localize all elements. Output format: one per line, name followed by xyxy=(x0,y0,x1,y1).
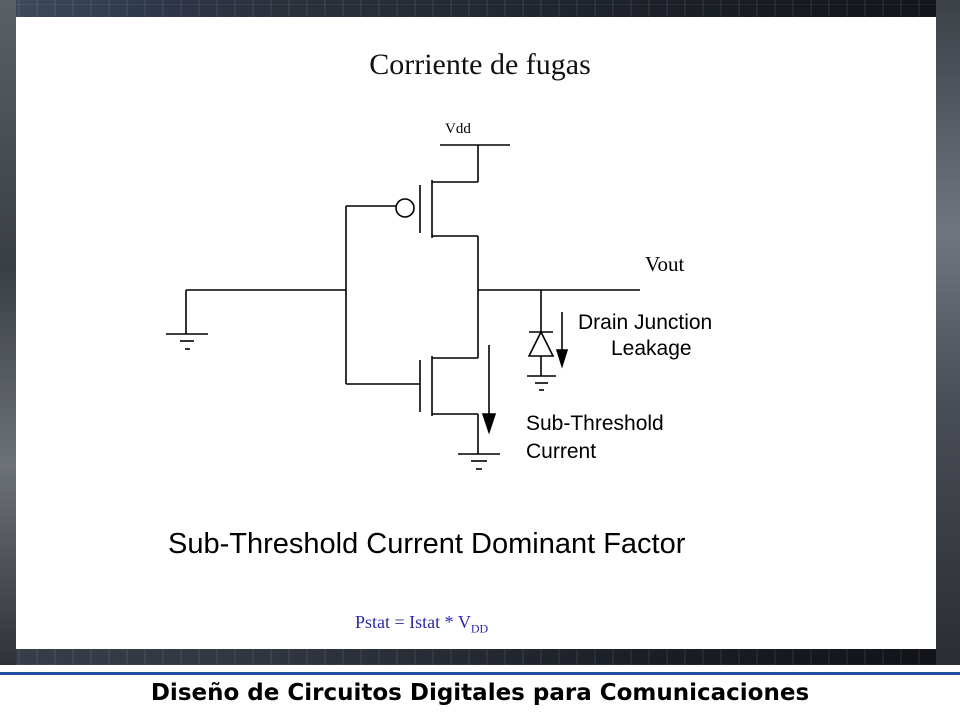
section-heading: Sub-Threshold Current Dominant Factor xyxy=(168,528,686,560)
power-formula: Pstat = Istat * VDD xyxy=(355,612,488,637)
vout-label: Vout xyxy=(645,252,684,276)
current-label: Current xyxy=(526,440,596,463)
slide-title: Corriente de fugas xyxy=(369,48,591,81)
vdd-label: Vdd xyxy=(445,121,471,137)
diode-triangle-icon xyxy=(527,330,555,357)
background-right-edge xyxy=(936,0,960,665)
formula-main: Pstat = Istat * V xyxy=(355,612,471,632)
drain-junction-label: Drain Junction xyxy=(578,311,712,334)
drain-arrow-icon xyxy=(555,349,569,369)
background-left-edge xyxy=(0,0,16,665)
footer-title: Diseño de Circuitos Digitales para Comun… xyxy=(150,680,810,706)
formula-subscript: DD xyxy=(470,621,489,636)
subthreshold-label: Sub-Threshold xyxy=(526,412,664,435)
subthreshold-arrow-icon xyxy=(481,413,497,435)
leakage-label: Leakage xyxy=(611,337,692,360)
pmos-gate-bubble xyxy=(395,198,415,218)
footer-divider xyxy=(0,672,960,675)
slide-panel xyxy=(16,17,936,649)
